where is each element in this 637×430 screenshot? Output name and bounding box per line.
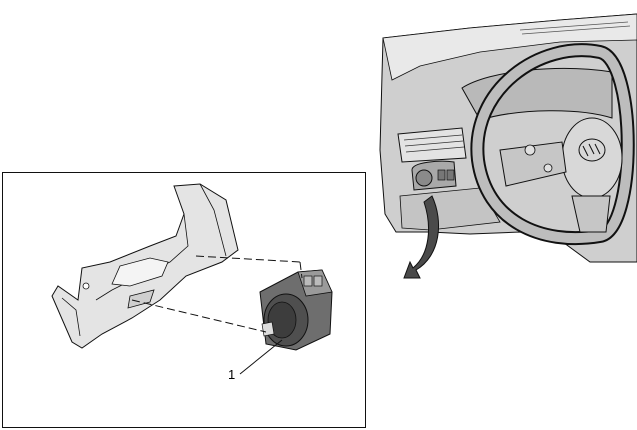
dashboard-overview — [379, 13, 637, 279]
callout-1-label: 1 — [228, 367, 235, 382]
alignment-lines — [131, 255, 303, 333]
trim-bezel — [51, 183, 239, 349]
defrost-grille — [519, 21, 631, 35]
headlamp-switch-knob — [415, 169, 433, 187]
callout-1-leader — [239, 339, 283, 375]
buick-logo-icon — [578, 138, 606, 162]
removal-direction-arrow-icon — [403, 195, 439, 279]
airbag-cover — [561, 117, 623, 199]
knee-bolster — [399, 187, 501, 231]
side-air-vent — [397, 127, 467, 163]
headlamp-switch-assembly — [259, 269, 333, 351]
steering-wheel — [470, 43, 635, 246]
